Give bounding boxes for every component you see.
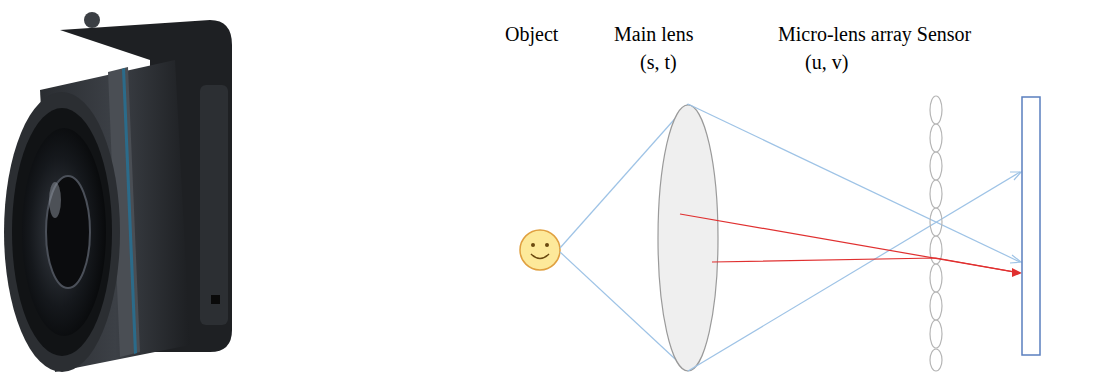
camera-reflection	[49, 182, 61, 218]
sensor	[1022, 97, 1040, 355]
light-ray	[688, 104, 1020, 262]
camera-lens-inner	[46, 176, 90, 288]
lens-label: Main lens	[614, 22, 693, 46]
red-arrowhead	[1012, 268, 1022, 277]
camera-screen	[200, 85, 228, 325]
micro-lens-array	[930, 96, 942, 371]
lens-coordinates: (s, t)	[640, 50, 677, 74]
microlens-label: Micro-lens array	[778, 22, 912, 46]
camera-front-rim	[12, 108, 112, 356]
microlens-coordinates: (u, v)	[805, 50, 848, 74]
camera-port	[211, 295, 220, 304]
light-ray	[688, 172, 1020, 371]
camera-lens-glass	[22, 128, 106, 336]
red-ray	[712, 258, 1020, 273]
red-ray	[680, 214, 1020, 273]
object-smiley	[520, 230, 560, 270]
camera-ring-stripe	[122, 68, 137, 354]
sensor-label: Sensor	[917, 22, 971, 46]
ray-arrowhead	[1010, 255, 1021, 263]
ray-arrowhead	[1010, 172, 1021, 180]
main-lens	[658, 105, 718, 371]
object-label: Object	[505, 22, 558, 46]
camera-dial	[84, 12, 100, 28]
camera-picture	[4, 12, 232, 372]
camera-front-ring	[4, 92, 120, 372]
